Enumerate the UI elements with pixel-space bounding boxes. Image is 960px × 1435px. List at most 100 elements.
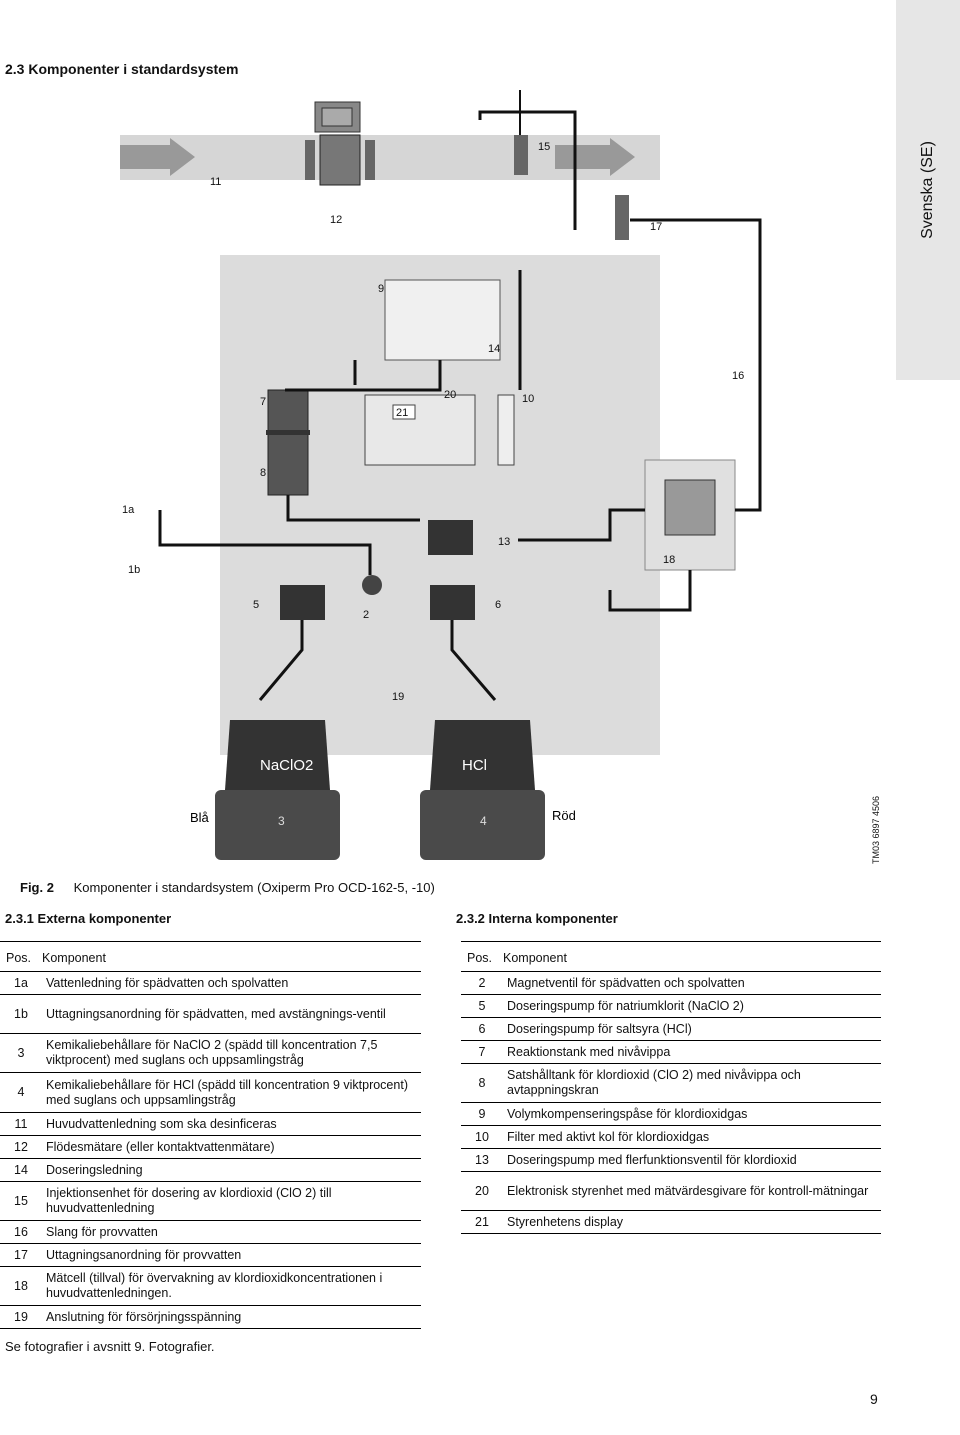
component-cell: Volymkompenseringspåse för klordioxidgas — [503, 1102, 881, 1126]
pos-cell: 1a — [0, 971, 42, 995]
callout-7: 7 — [260, 396, 266, 408]
tank-left-number: 3 — [278, 814, 285, 828]
pos-cell: 18 — [0, 1266, 42, 1306]
component-cell: Filter med aktivt kol för klordioxidgas — [503, 1125, 881, 1149]
callout-17: 17 — [650, 221, 662, 233]
pos-cell: 1b — [0, 994, 42, 1034]
component-cell: Kemikaliebehållare för HCl (spädd till k… — [42, 1072, 421, 1113]
callout-19: 19 — [392, 691, 404, 703]
component-cell: Doseringspump för saltsyra (HCl) — [503, 1017, 881, 1041]
callout-12: 12 — [330, 214, 342, 226]
flow-arrow-left — [120, 138, 195, 176]
component-cell: Slang för provvatten — [42, 1220, 421, 1244]
component-cell: Huvudvattenledning som ska desinficeras — [42, 1112, 421, 1136]
component-cell: Elektronisk styrenhet med mätvärdesgivar… — [503, 1171, 881, 1211]
system-diagram: NaClO2 3 HCl 4 Blå Röd 11 12 15 17 9 14 … — [120, 90, 762, 860]
volume-bag — [384, 279, 501, 361]
callout-11: 11 — [210, 176, 221, 188]
component-cell: Doseringspump med flerfunktionsventil fö… — [503, 1148, 881, 1172]
pos-cell: 3 — [0, 1033, 42, 1073]
language-tab — [896, 0, 960, 380]
pos-cell: 10 — [461, 1125, 503, 1149]
measuring-cell-panel — [644, 459, 736, 571]
callout-1b: 1b — [128, 564, 140, 576]
callout-14: 14 — [488, 343, 500, 355]
callout-6: 6 — [495, 599, 501, 611]
component-cell: Styrenhetens display — [503, 1210, 881, 1234]
callout-2: 2 — [363, 609, 369, 621]
figure-caption: Fig. 2 Komponenter i standardsystem (Oxi… — [20, 880, 435, 895]
carbon-filter — [497, 394, 515, 466]
pos-cell: 9 — [461, 1102, 503, 1126]
sample-valve — [615, 195, 629, 240]
section-title: 2.3 Komponenter i standardsystem — [5, 61, 239, 77]
component-cell: Mätcell (tillval) för övervakning av klo… — [42, 1266, 421, 1306]
pos-cell: 12 — [0, 1135, 42, 1159]
callout-20: 20 — [444, 389, 456, 401]
tank-right-label: HCl — [462, 757, 487, 774]
pos-cell: 5 — [461, 994, 503, 1018]
see-photos-note: Se fotografier i avsnitt 9. Fotografier. — [5, 1339, 215, 1354]
pos-cell: 17 — [0, 1243, 42, 1267]
component-cell: Uttagningsanordning för spädvatten, med … — [42, 994, 421, 1034]
component-cell: Vattenledning för spädvatten och spolvat… — [42, 971, 421, 995]
pump-6 — [430, 585, 475, 620]
pos-cell: 8 — [461, 1063, 503, 1103]
pos-cell: 2 — [461, 971, 503, 995]
red-label: Röd — [552, 808, 576, 823]
reaction-tank — [267, 389, 309, 496]
callout-10: 10 — [522, 393, 534, 405]
component-cell: Satshålltank för klordioxid (ClO 2) med … — [503, 1063, 881, 1103]
callout-9: 9 — [378, 283, 384, 295]
pump-13 — [428, 520, 473, 555]
callout-13: 13 — [498, 536, 510, 548]
pos-cell: 11 — [0, 1112, 42, 1136]
pos-cell: 7 — [461, 1040, 503, 1064]
component-cell: Injektionsenhet för dosering av klordiox… — [42, 1181, 421, 1221]
callout-16: 16 — [732, 370, 744, 382]
component-cell: Anslutning för försörjningsspänning — [42, 1305, 421, 1329]
pos-cell: 13 — [461, 1148, 503, 1172]
pump-5 — [280, 585, 325, 620]
pos-header: Pos. — [461, 941, 503, 972]
pos-cell: 21 — [461, 1210, 503, 1234]
callout-5: 5 — [253, 599, 259, 611]
tank-hcl — [430, 720, 535, 790]
component-header: Komponent — [42, 941, 421, 972]
tank-left-label: NaClO2 — [260, 757, 313, 774]
callout-1a: 1a — [122, 504, 135, 516]
component-cell: Uttagningsanordning för provvatten — [42, 1243, 421, 1267]
figure-code: TM03 6897 4506 — [871, 795, 881, 865]
component-cell: Magnetventil för spädvatten och spolvatt… — [503, 971, 881, 995]
component-cell: Flödesmätare (eller kontaktvattenmätare) — [42, 1135, 421, 1159]
injection-unit — [514, 135, 528, 175]
component-cell: Reaktionstank med nivåvippa — [503, 1040, 881, 1064]
callout-21: 21 — [396, 407, 408, 419]
pos-cell: 16 — [0, 1220, 42, 1244]
figure-caption-text: Komponenter i standardsystem (Oxiperm Pr… — [73, 880, 435, 895]
solenoid-valve — [362, 575, 382, 595]
blue-label: Blå — [190, 810, 210, 825]
pos-cell: 19 — [0, 1305, 42, 1329]
tank-right-number: 4 — [480, 814, 487, 828]
pos-cell: 15 — [0, 1181, 42, 1221]
flow-meter-body — [319, 134, 361, 186]
